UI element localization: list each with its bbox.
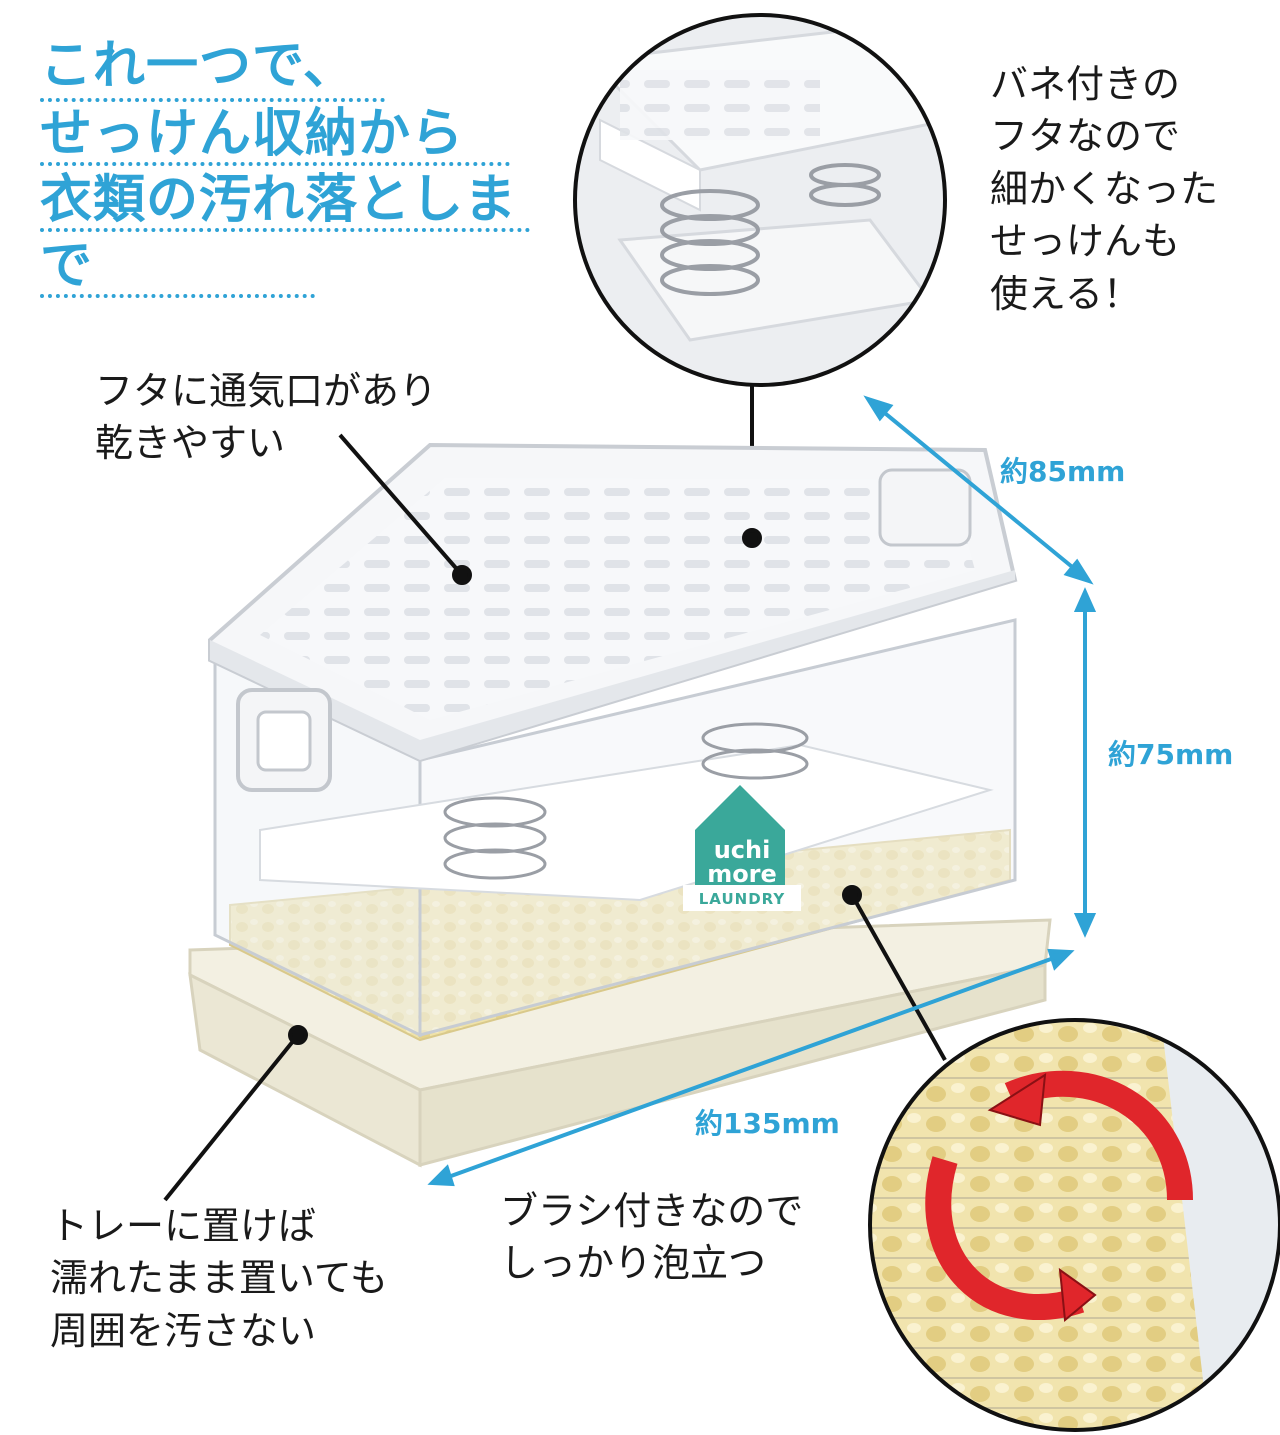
headline-line-4: で (40, 236, 94, 296)
headline-underline-1 (40, 98, 385, 102)
headline-underline-2 (40, 162, 510, 166)
logo-sub: LAUNDRY (698, 890, 786, 908)
logo-brand-line-1: uchi (713, 836, 771, 864)
callout-vent-lid: フタに通気口があり 乾きやすい (95, 369, 438, 466)
uchi-more-logo (683, 785, 801, 911)
headline-line-1: これ一つで、 (40, 36, 356, 96)
headline-line-3: 衣類の汚れ落としま (40, 170, 518, 230)
callout-tray: トレーに置けば 濡れたまま置いても 周囲を汚さない (50, 1204, 388, 1353)
brush-zoom-frame (868, 1018, 1280, 1432)
leader-lines (163, 433, 947, 1202)
dimension-height: 約75mm (1108, 738, 1234, 771)
logo-brand-line-2: more (707, 860, 777, 888)
soap-case-product (188, 442, 1052, 1168)
headline-underline-4 (40, 294, 315, 298)
spring-zoom-frame (573, 13, 947, 387)
dimension-arrows (427, 395, 1097, 1187)
dimension-width: 約135mm (695, 1107, 840, 1140)
callout-spring-lid: バネ付きの フタなので 細かくなった せっけんも 使える！ (990, 62, 1219, 316)
dimension-depth: 約85mm (1000, 455, 1126, 488)
spring-zoom-image (575, 15, 945, 385)
callout-brush: ブラシ付きなので しっかり泡立つ (500, 1189, 804, 1286)
headline-line-2: せっけん収納から (40, 104, 465, 164)
headline-underline-3 (40, 228, 530, 232)
